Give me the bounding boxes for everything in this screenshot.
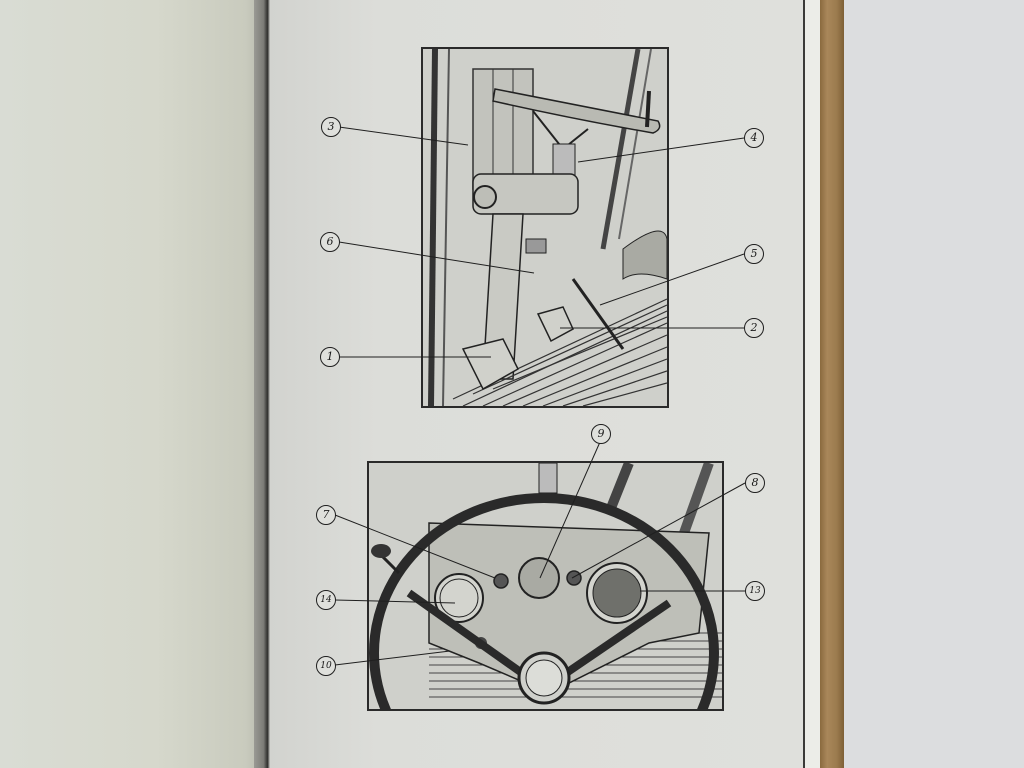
left-page: [0, 0, 258, 768]
figure-operator-station: [421, 47, 669, 408]
callout-1: 1: [320, 347, 340, 367]
book-gutter: [254, 0, 270, 768]
callout-3: 3: [321, 117, 341, 137]
callout-6: 6: [320, 232, 340, 252]
page-edge: [803, 0, 805, 768]
callout-2: 2: [744, 318, 764, 338]
callout-9: 9: [591, 424, 611, 444]
callout-7: 7: [316, 505, 336, 525]
callout-10: 10: [316, 656, 336, 676]
background-surface: [844, 0, 1024, 768]
page-strip: [805, 0, 820, 768]
operator-station-illustration: [423, 49, 667, 406]
callout-8: 8: [745, 473, 765, 493]
cover-edge: [820, 0, 844, 768]
callout-5: 5: [744, 244, 764, 264]
callout-13: 13: [745, 581, 765, 601]
callout-14: 14: [316, 590, 336, 610]
callout-4: 4: [744, 128, 764, 148]
instrument-panel-illustration: [369, 463, 722, 709]
figure-instrument-panel: [367, 461, 724, 711]
